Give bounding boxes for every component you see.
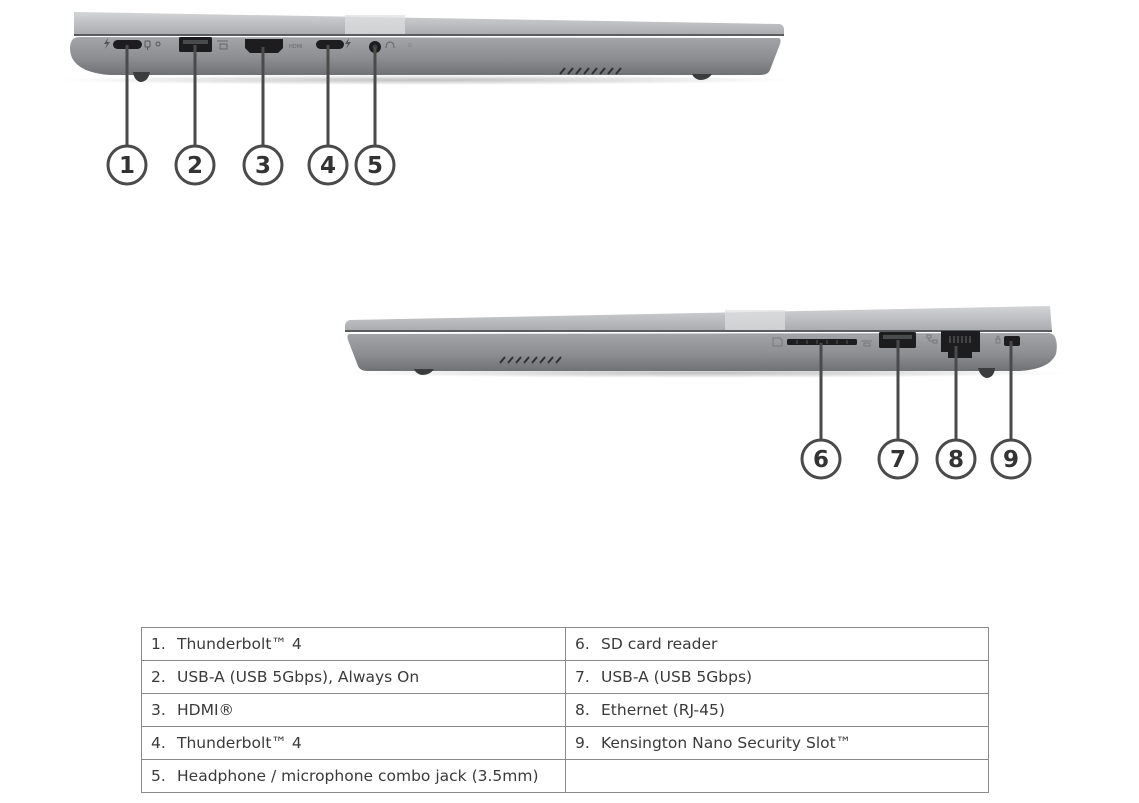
lock-icon — [995, 335, 1001, 344]
callout-number-2: 2 — [187, 153, 203, 179]
port-cell-7: 7.USB-A (USB 5Gbps) — [565, 660, 989, 694]
callout-number-1: 1 — [119, 153, 135, 179]
port-cell-2: 2.USB-A (USB 5Gbps), Always On — [141, 660, 566, 694]
callout-circle-6 — [800, 438, 842, 480]
usb-icon — [217, 40, 228, 50]
thunderbolt-port — [113, 40, 142, 49]
port-cell-6: 6.SD card reader — [565, 627, 989, 661]
thunderbolt-icon — [104, 38, 110, 49]
callout-number-9: 9 — [1003, 447, 1019, 473]
callout-number-6: 6 — [813, 447, 829, 473]
laptop-ports-diagram: HDMI — [55, 12, 1070, 480]
table-row: 4.Thunderbolt™ 4 9.Kensington Nano Secur… — [141, 726, 989, 760]
laptop-right-side-view — [340, 306, 1070, 378]
callout-circle-5 — [354, 144, 396, 186]
port-cell-3: 3.HDMI® — [141, 693, 566, 727]
callout-circle-2 — [174, 144, 216, 186]
sd-card-slot — [787, 339, 857, 345]
callout-circle-1 — [106, 144, 148, 186]
ports-table: 1.Thunderbolt™ 4 6.SD card reader 2.USB-… — [141, 627, 989, 793]
port-cell-1: 1.Thunderbolt™ 4 — [141, 627, 566, 661]
callout-number-5: 5 — [367, 153, 383, 179]
port-cell-9: 9.Kensington Nano Security Slot™ — [565, 726, 989, 760]
hdmi-port — [245, 39, 283, 53]
callout-circle-8 — [935, 438, 977, 480]
table-row: 1.Thunderbolt™ 4 6.SD card reader — [141, 627, 989, 661]
callout-circle-3 — [242, 144, 284, 186]
callout-circle-4 — [307, 144, 349, 186]
table-row: 5.Headphone / microphone combo jack (3.5… — [141, 759, 989, 793]
port-cell-4: 4.Thunderbolt™ 4 — [141, 726, 566, 760]
battery-icon — [155, 41, 161, 47]
thunderbolt-port-2 — [316, 40, 344, 49]
callout-numbers: 1 2 3 4 5 6 7 8 9 — [106, 144, 1032, 480]
thunderbolt-icon-2 — [345, 38, 351, 49]
usb-icon-2 — [861, 340, 872, 347]
callout-circle-9 — [990, 438, 1032, 480]
sd-card-icon — [772, 337, 783, 347]
callout-circle-7 — [877, 438, 919, 480]
vent-grille-2 — [499, 356, 562, 364]
port-cell-5: 5.Headphone / microphone combo jack (3.5… — [141, 759, 566, 793]
status-led — [408, 43, 412, 47]
callout-number-4: 4 — [320, 153, 336, 179]
laptop-left-side-view: HDMI — [55, 12, 795, 85]
hdmi-port-label: HDMI — [289, 44, 302, 50]
power-plug-icon — [144, 40, 151, 50]
table-row: 3.HDMI® 8.Ethernet (RJ-45) — [141, 693, 989, 727]
ethernet-icon — [926, 334, 938, 344]
vent-grille — [559, 67, 622, 75]
table-row: 2.USB-A (USB 5Gbps), Always On 7.USB-A (… — [141, 660, 989, 694]
callout-number-7: 7 — [890, 447, 906, 473]
headset-icon — [385, 41, 395, 49]
callout-leader-lines — [125, 45, 1013, 439]
callout-number-3: 3 — [255, 153, 271, 179]
callout-number-8: 8 — [948, 447, 964, 473]
port-cell-empty — [565, 759, 989, 793]
port-cell-8: 8.Ethernet (RJ-45) — [565, 693, 989, 727]
